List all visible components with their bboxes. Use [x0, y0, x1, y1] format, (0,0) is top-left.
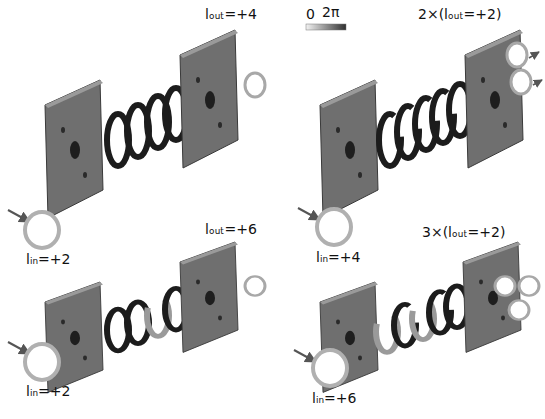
phase-colorbar — [306, 24, 346, 30]
beam-label: lᵢₙ=+2 — [26, 251, 70, 267]
setup-panel — [45, 242, 265, 392]
beam-label: lₒᵤₜ=+6 — [205, 221, 257, 237]
beam-label: lᵢₙ=+2 — [26, 383, 70, 399]
beam-label: lᵢₙ=+6 — [312, 390, 356, 406]
beam-label: 2×(lₒᵤₜ=+2) — [418, 6, 501, 22]
input-beam — [25, 344, 59, 380]
setup-panel — [320, 30, 542, 218]
beam-label: 3×(lₒᵤₜ=+2) — [422, 224, 505, 240]
input-beam — [25, 212, 59, 248]
beam-label: 0 — [306, 6, 315, 22]
beam-label: lᵢₙ=+4 — [316, 249, 360, 265]
input-arrow — [298, 208, 320, 220]
input-beam — [317, 209, 351, 245]
setup-panel — [45, 30, 265, 218]
beam-label: lₒᵤₜ=+4 — [205, 6, 257, 22]
input-beam — [313, 350, 347, 386]
beam-label: 2π — [322, 4, 339, 20]
